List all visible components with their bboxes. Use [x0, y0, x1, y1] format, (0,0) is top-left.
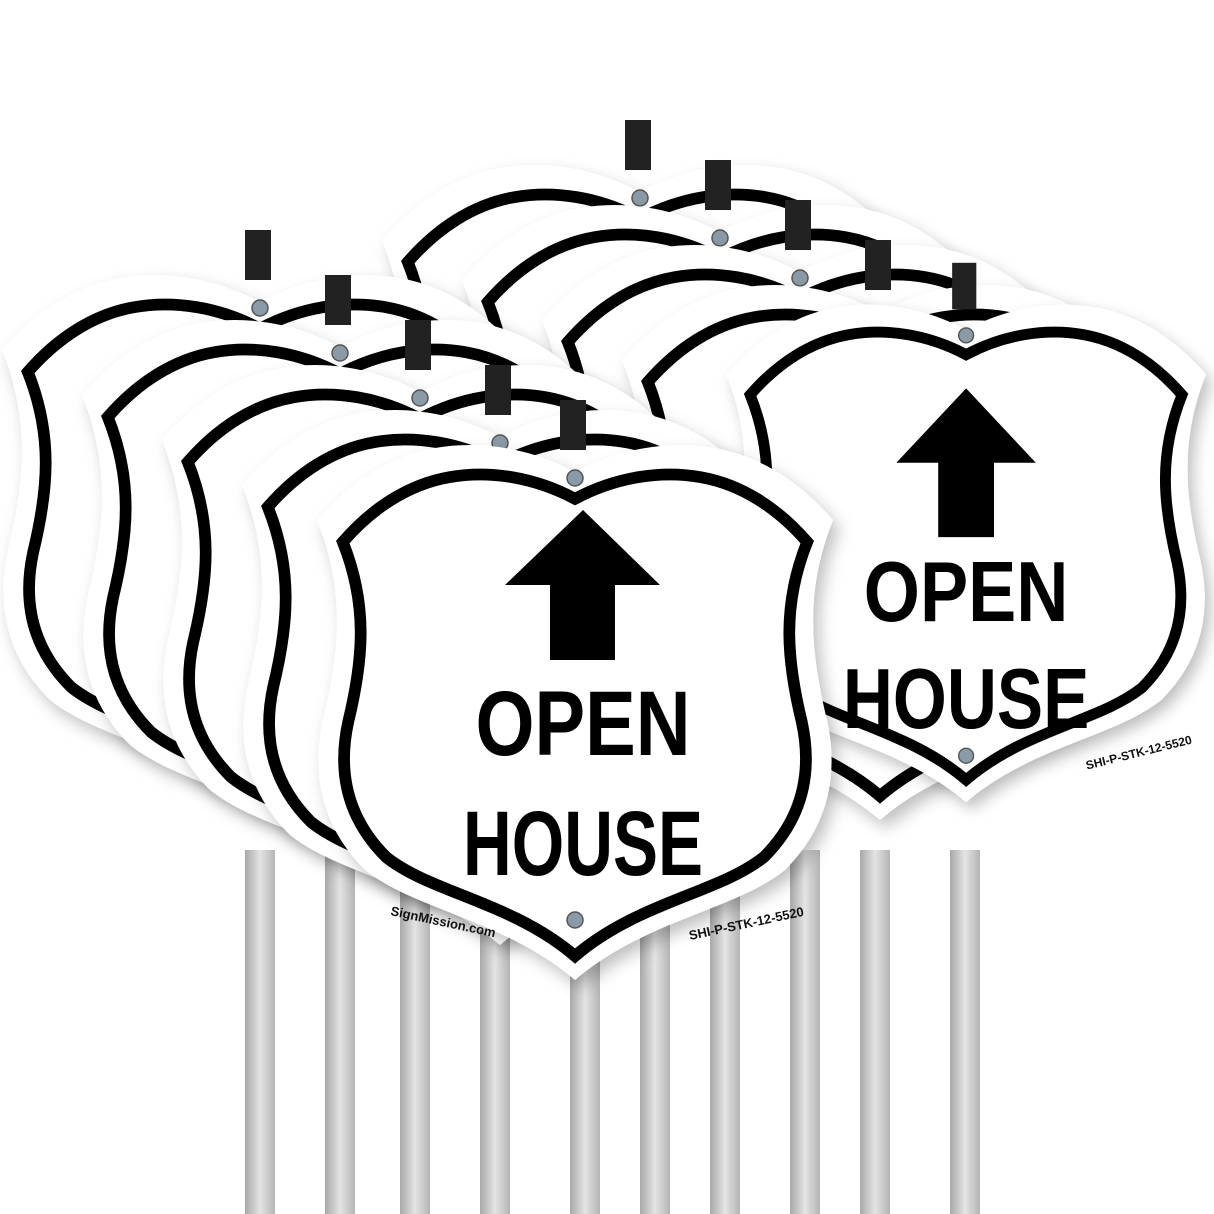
- stake: [245, 850, 275, 1214]
- stake: [950, 850, 980, 1214]
- sign-front-main: OPEN HOUSE SignMission.com SHI-P-STK-12-…: [317, 400, 833, 980]
- stake: [860, 850, 890, 1214]
- sign-line2: HOUSE: [463, 793, 703, 895]
- stake: [790, 850, 820, 1214]
- sign-sku: SHI-P-STK-12-5520: [1084, 733, 1193, 773]
- stake: [325, 850, 355, 1214]
- sign-line2: HOUSE: [843, 652, 1089, 747]
- arrow-up-icon: [505, 510, 660, 660]
- sign-line1: OPEN: [864, 545, 1069, 640]
- stake: [710, 850, 740, 1214]
- stake: [400, 850, 430, 1214]
- sign-line1: OPEN: [476, 673, 691, 775]
- arrow-up-icon: [896, 388, 1036, 538]
